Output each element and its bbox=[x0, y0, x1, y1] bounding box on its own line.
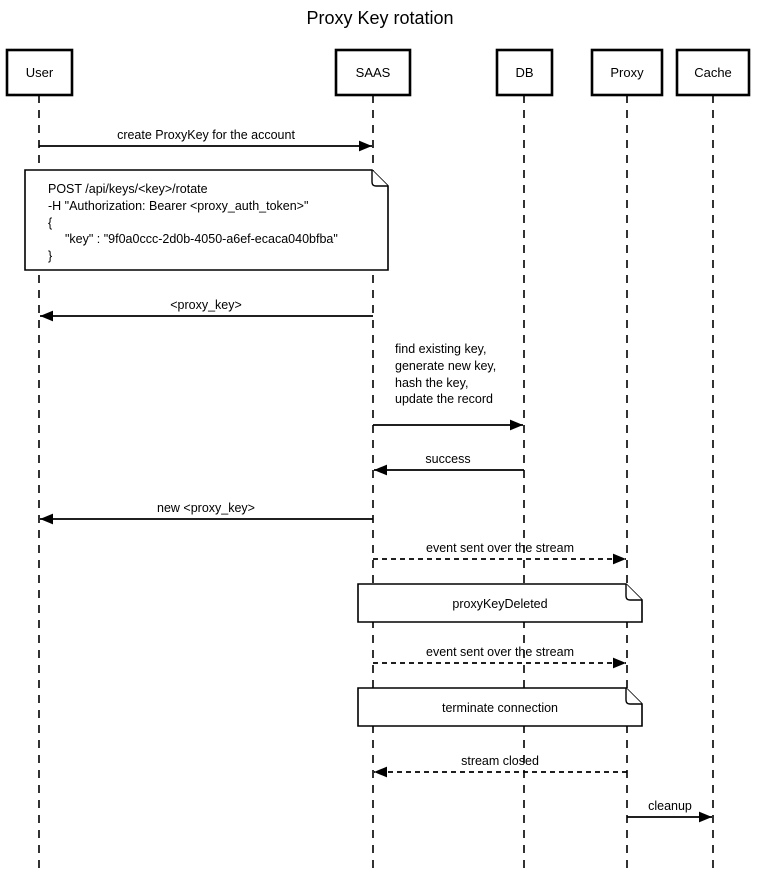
message-proxy-key: <proxy_key> bbox=[40, 298, 373, 322]
note-line: } bbox=[48, 249, 52, 263]
message-create-proxykey: create ProxyKey for the account bbox=[39, 128, 372, 152]
note-text: proxyKeyDeleted bbox=[452, 597, 547, 611]
message-label: new <proxy_key> bbox=[157, 501, 255, 515]
message-stream-closed: stream closed bbox=[374, 754, 627, 778]
note-box bbox=[24, 169, 389, 271]
note-text: terminate connection bbox=[442, 701, 558, 715]
message-label: success bbox=[425, 452, 470, 466]
note-box bbox=[357, 687, 643, 727]
participant-db: DB bbox=[495, 48, 554, 97]
note-line: "key" : "9f0a0ccc-2d0b-4050-a6ef-ecaca04… bbox=[65, 232, 338, 246]
participant-box-saas bbox=[334, 48, 412, 97]
participant-box-proxy bbox=[590, 48, 664, 97]
message-label-line: find existing key, bbox=[395, 342, 486, 356]
message-label: cleanup bbox=[648, 799, 692, 813]
message-success: success bbox=[374, 452, 524, 476]
note-fold-icon bbox=[625, 584, 642, 601]
message-label-line: hash the key, bbox=[395, 376, 468, 390]
participant-box-db bbox=[495, 48, 554, 97]
participant-label-db: DB bbox=[515, 65, 533, 80]
message-event-stream-2: event sent over the stream bbox=[373, 645, 626, 669]
message-update-record: find existing key, generate new key, has… bbox=[373, 342, 523, 431]
diagram-title: Proxy Key rotation bbox=[306, 8, 453, 28]
message-label-line: update the record bbox=[395, 392, 493, 406]
participant-label-user: User bbox=[26, 65, 54, 80]
message-label-line: generate new key, bbox=[395, 359, 496, 373]
note-fold-icon bbox=[371, 170, 388, 187]
message-label: create ProxyKey for the account bbox=[117, 128, 295, 142]
participant-cache: Cache bbox=[675, 48, 751, 97]
participant-proxy: Proxy bbox=[590, 48, 664, 97]
note-box bbox=[357, 583, 643, 623]
participant-label-saas: SAAS bbox=[356, 65, 391, 80]
message-new-proxy-key: new <proxy_key> bbox=[40, 501, 373, 525]
note-line: -H "Authorization: Bearer <proxy_auth_to… bbox=[48, 199, 308, 213]
participant-box-cache bbox=[675, 48, 751, 97]
participant-saas: SAAS bbox=[334, 48, 412, 97]
participant-user: User bbox=[5, 48, 74, 97]
message-event-stream-1: event sent over the stream bbox=[373, 541, 626, 565]
note-line: { bbox=[48, 216, 52, 230]
note-line: POST /api/keys/<key>/rotate bbox=[48, 182, 208, 196]
message-cleanup: cleanup bbox=[627, 799, 712, 823]
message-label: event sent over the stream bbox=[426, 645, 574, 659]
note-request-payload: POST /api/keys/<key>/rotate -H "Authoriz… bbox=[24, 169, 389, 271]
note-fold-icon bbox=[625, 688, 642, 705]
participant-label-cache: Cache bbox=[694, 65, 732, 80]
participant-box-user bbox=[5, 48, 74, 97]
note-proxykey-deleted: proxyKeyDeleted bbox=[357, 583, 643, 623]
message-label: event sent over the stream bbox=[426, 541, 574, 555]
participant-label-proxy: Proxy bbox=[610, 65, 644, 80]
note-terminate-connection: terminate connection bbox=[357, 687, 643, 727]
message-label: <proxy_key> bbox=[170, 298, 242, 312]
message-label: stream closed bbox=[461, 754, 539, 768]
